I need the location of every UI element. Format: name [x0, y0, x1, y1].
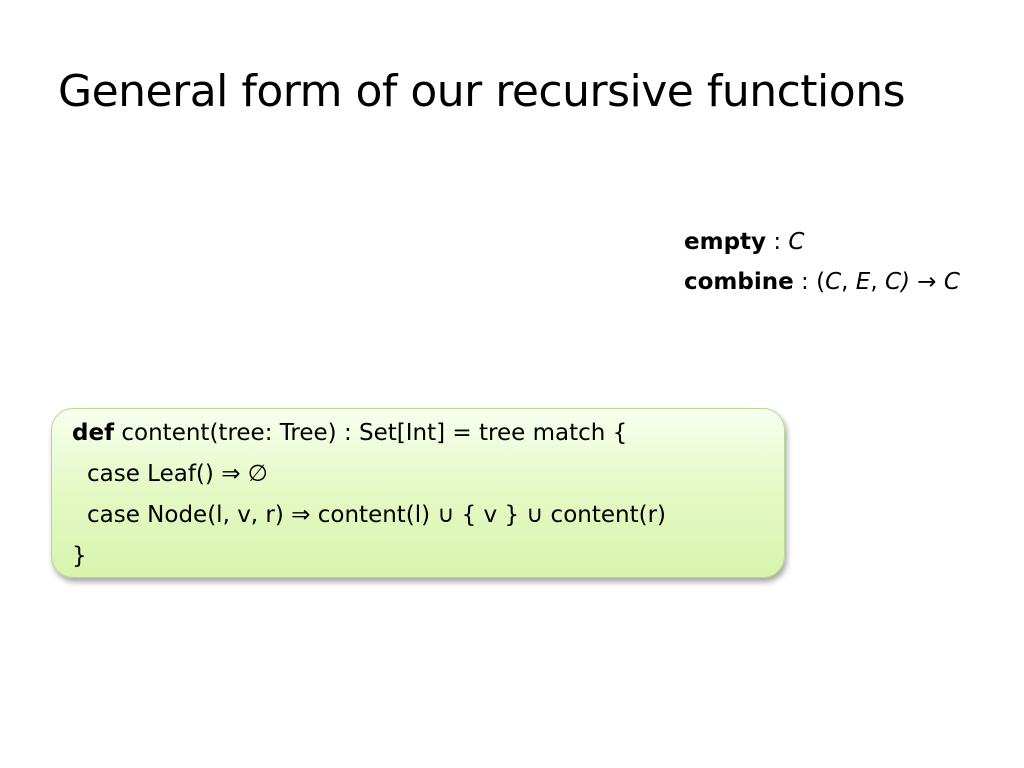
combine-comma-2: , [870, 269, 885, 295]
code-line-1: def content(tree: Tree) : Set[Int] = tre… [72, 413, 666, 454]
function-signatures: empty : C combine : (C, E, C) → C [684, 222, 960, 302]
code-line-2: case Leaf() ⇒ ∅ [87, 461, 268, 487]
combine-arg-e: E [855, 269, 871, 295]
code-line-3: case Node(l, v, r) ⇒ content(l) ∪ { v } … [87, 502, 667, 528]
combine-return-type: C [943, 269, 960, 295]
empty-separator: : [766, 229, 789, 255]
combine-comma-1: , [841, 269, 856, 295]
combine-name: combine [684, 269, 794, 295]
combine-separator: : ( [793, 269, 826, 295]
slide-title: General form of our recursive functions [58, 66, 906, 117]
def-keyword: def [72, 420, 115, 446]
combine-signature: combine : (C, E, C) → C [684, 262, 960, 302]
empty-signature: empty : C [684, 222, 960, 262]
combine-arrow: → [910, 269, 944, 295]
code-line-1-text: content(tree: Tree) : Set[Int] = tree ma… [114, 420, 628, 446]
code-line-4: } [72, 543, 87, 569]
empty-type: C [788, 229, 805, 255]
combine-arg-c: C [825, 269, 842, 295]
code-box: def content(tree: Tree) : Set[Int] = tre… [51, 408, 785, 578]
code-block: def content(tree: Tree) : Set[Int] = tre… [72, 413, 666, 577]
empty-name: empty [684, 229, 767, 255]
combine-arg-c2: C) [884, 269, 910, 295]
